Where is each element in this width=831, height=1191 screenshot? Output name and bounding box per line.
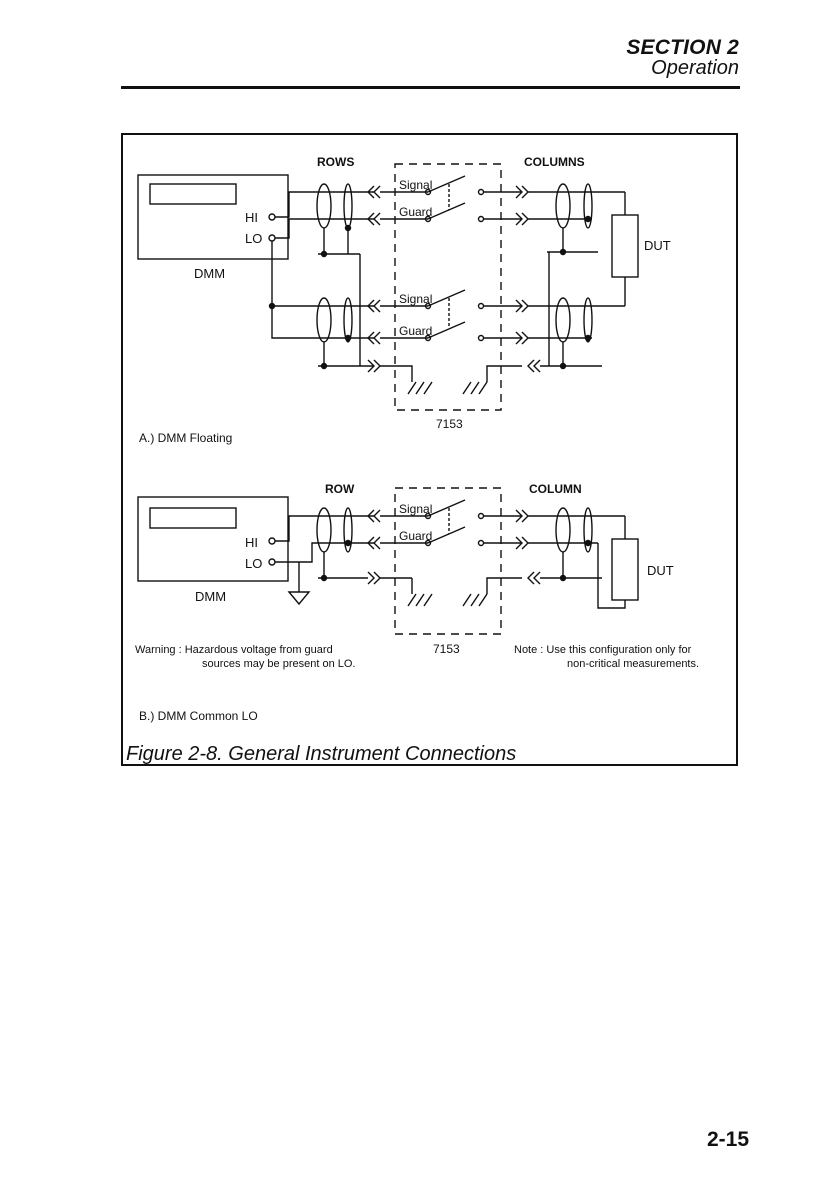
signal-label-a1: Signal — [399, 178, 432, 192]
dmm-box-a — [137, 174, 289, 260]
dut-resistor-a — [611, 214, 639, 278]
hi-label-a: HI — [245, 210, 258, 225]
hi-terminal-b — [268, 537, 276, 545]
dut-resistor-b — [611, 538, 639, 601]
note-line-2: non-critical measurements. — [567, 658, 699, 670]
card-label-a: 7153 — [436, 417, 463, 431]
panel-b-label: B.) DMM Common LO — [139, 709, 258, 723]
dmm-display-b — [149, 507, 237, 529]
panel-a-wiring — [137, 163, 639, 411]
header-rule — [121, 86, 740, 89]
panel-b-wiring — [137, 487, 639, 635]
section-heading: SECTION 2 — [626, 36, 739, 59]
connection-diagram: ROWS COLUMNS Signal Guard Signal Guard H… — [126, 155, 699, 765]
hi-terminal-a — [268, 213, 276, 221]
hi-label-b: HI — [245, 535, 258, 550]
guard-label-a1: Guard — [399, 205, 432, 219]
signal-label-b: Signal — [399, 502, 432, 516]
dmm-label-a: DMM — [194, 266, 225, 281]
figure-box: ROWS COLUMNS Signal Guard Signal Guard H… — [121, 133, 738, 766]
card-label-b: 7153 — [433, 642, 460, 656]
column-label: COLUMN — [529, 482, 582, 496]
lo-terminal-b — [268, 558, 276, 566]
warning-line-2: sources may be present on LO. — [202, 658, 355, 670]
columns-label: COLUMNS — [524, 155, 585, 169]
note-line-1: Note : Use this configuration only for — [514, 644, 692, 656]
warning-line-1: Warning : Hazardous voltage from guard — [135, 644, 333, 656]
panel-a-label: A.) DMM Floating — [139, 431, 232, 445]
dmm-label-b: DMM — [195, 589, 226, 604]
lo-label-b: LO — [245, 556, 262, 571]
guard-label-a2: Guard — [399, 324, 432, 338]
signal-label-a2: Signal — [399, 292, 432, 306]
guard-label-b: Guard — [399, 529, 432, 543]
page-number: 2-15 — [706, 1128, 749, 1151]
dmm-display-a — [149, 183, 237, 205]
figure-caption: Figure 2-8. General Instrument Connectio… — [126, 743, 516, 765]
dut-label-a: DUT — [644, 238, 671, 253]
dmm-box-b — [137, 496, 289, 582]
lo-terminal-a — [268, 234, 276, 242]
lo-label-a: LO — [245, 231, 262, 246]
row-label: ROW — [325, 482, 355, 496]
section-subtitle: Operation — [651, 57, 739, 79]
rows-label: ROWS — [317, 155, 354, 169]
dut-label-b: DUT — [647, 563, 674, 578]
